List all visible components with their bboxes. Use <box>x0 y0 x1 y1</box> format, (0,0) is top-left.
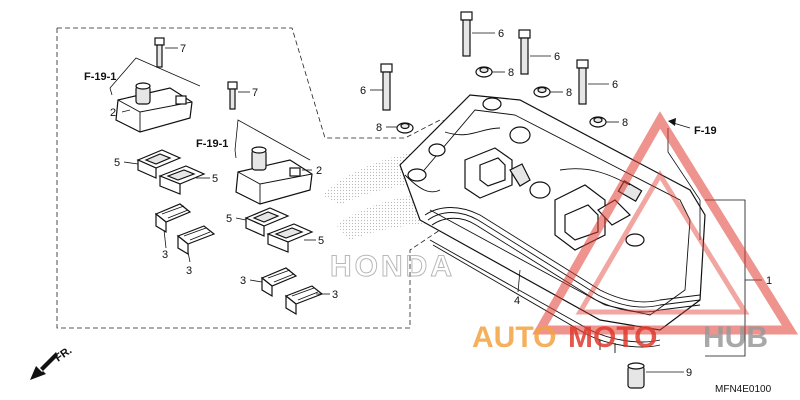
ref-f19: F-19 <box>694 125 717 137</box>
front-label: FR. <box>53 344 74 364</box>
grommet-pair-lower <box>244 207 314 253</box>
callout-6b: 6 <box>498 28 504 40</box>
grommet-pair-upper <box>136 149 206 195</box>
honda-watermark-text: HONDA <box>330 250 455 283</box>
callout-1: 1 <box>766 275 772 287</box>
bolt-with-washer-b <box>460 11 493 78</box>
ignition-coil-upper <box>115 82 193 133</box>
callout-2b: 2 <box>316 165 322 177</box>
callout-8a: 8 <box>376 122 382 134</box>
cylinder-head-cover <box>399 94 706 331</box>
ref-f19-1-upper: F-19-1 <box>84 71 116 83</box>
watermark-triangle-outer <box>532 111 799 335</box>
callout-6c: 6 <box>554 51 560 63</box>
diagram-code: MFN4E0100 <box>715 384 772 395</box>
bolt-with-washer-a <box>380 63 414 134</box>
leader-5c <box>235 217 247 221</box>
bolt-upper <box>154 37 165 68</box>
callout-3d: 3 <box>332 289 338 301</box>
callout-6a: 6 <box>360 85 366 97</box>
callout-7a: 7 <box>180 43 186 55</box>
callout-3b: 3 <box>186 265 192 277</box>
head-cover-gasket <box>424 207 701 353</box>
leader-5a <box>123 161 139 165</box>
front-direction-arrow <box>30 352 58 380</box>
ref-bracket-upper <box>109 57 201 96</box>
callout-5d: 5 <box>318 235 324 247</box>
clip-pair-upper <box>154 203 216 256</box>
leader-4 <box>517 269 521 293</box>
callout-8b: 8 <box>508 67 514 79</box>
clip-pair-lower <box>260 267 324 316</box>
ref-f19-1-middle: F-19-1 <box>196 138 228 150</box>
callout-5b: 5 <box>212 173 218 185</box>
bolt-middle <box>227 81 238 110</box>
callout-8c: 8 <box>566 87 572 99</box>
automotohub-watermark: AUTO MOTO HUB <box>472 111 799 354</box>
watermark-auto: AUTO <box>472 321 556 354</box>
callout-5a: 5 <box>114 157 120 169</box>
leader-3c <box>249 279 263 283</box>
leader-3b <box>187 251 191 263</box>
rubber-mount <box>627 362 645 389</box>
watermark-hub: HUB <box>703 321 768 354</box>
callout-9: 9 <box>686 367 692 379</box>
bolt-with-washer-c <box>518 29 551 98</box>
callout-6d: 6 <box>612 79 618 91</box>
callout-2a: 2 <box>110 107 116 119</box>
callout-7b: 7 <box>252 87 258 99</box>
leader-2a <box>121 109 131 113</box>
callout-5c: 5 <box>226 213 232 225</box>
callout-3c: 3 <box>240 275 246 287</box>
watermark-moto: MOTO <box>568 321 657 354</box>
watermark-triangle-inner <box>575 170 750 315</box>
callout-3a: 3 <box>162 249 168 261</box>
callout-4: 4 <box>514 295 520 307</box>
ref-bracket-middle <box>234 119 311 161</box>
leader-3a <box>163 229 167 249</box>
bolt-with-washer-d <box>576 59 607 128</box>
callout-8d: 8 <box>622 117 628 129</box>
ignition-coil-middle <box>235 146 313 205</box>
ref-arrowhead-f19 <box>668 118 676 126</box>
